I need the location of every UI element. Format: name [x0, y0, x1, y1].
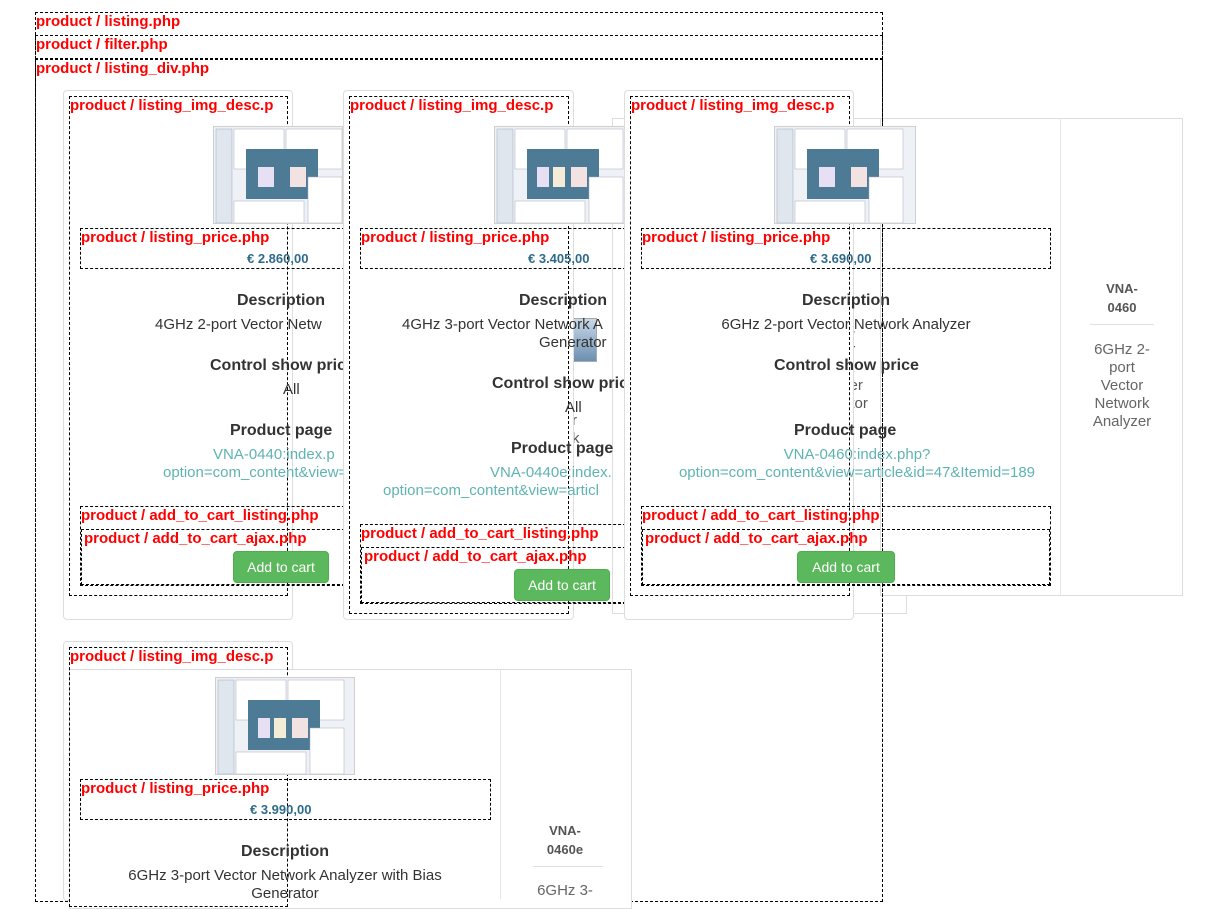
control-show-price-label: Control show pric	[492, 375, 625, 392]
debug-label: product / listing_img_desc.p	[350, 97, 554, 114]
side-card-divider	[500, 669, 501, 899]
debug-label: product / listing_img_desc.p	[70, 97, 274, 114]
product-page-link[interactable]: VNA-0440e:index. option=com_content&view…	[383, 464, 612, 499]
software-screenshot-icon	[216, 678, 354, 774]
debug-box-filter: product / filter.php	[35, 35, 883, 59]
debug-label: product / listing_price.php	[81, 229, 270, 246]
debug-label: product / add_to_cart_ajax.php	[84, 530, 307, 547]
debug-label: product / add_to_cart_listing.php	[361, 525, 599, 542]
side-card-divider	[1060, 118, 1061, 596]
product-description: 6GHz 2-port Vector Network Analyzer	[721, 316, 971, 333]
debug-label: product / add_to_cart_listing.php	[642, 507, 880, 524]
control-show-price-label: Control show pric	[210, 357, 343, 374]
product-price: € 3.990,00	[250, 802, 312, 817]
product-description: 4GHz 2-port Vector Netw	[155, 316, 322, 333]
control-show-price-label: Control show price	[774, 357, 919, 374]
product-price: € 2.860,00	[247, 251, 309, 266]
product-description: 4GHz 3-port Vector Network A Generator	[402, 316, 607, 351]
side-card-rule	[533, 866, 603, 867]
product-image[interactable]	[215, 677, 355, 775]
side-card-description: 6GHz 3-	[537, 882, 593, 899]
add-to-cart-button[interactable]: Add to cart	[797, 551, 895, 583]
product-page-link[interactable]: VNA-0440:index.p option=com_content&view…	[163, 446, 343, 481]
software-screenshot-icon	[495, 127, 624, 223]
card-2-clip: € 3.405,00 Description 4GHz 3-port Vecto…	[343, 120, 625, 620]
debug-label: product / listing_price.php	[642, 229, 831, 246]
card-1-clip: € 2.860,00 Description 4GHz 2-port Vecto…	[63, 120, 343, 620]
software-screenshot-icon	[214, 127, 342, 223]
debug-box-price-4: product / listing_price.php	[80, 779, 491, 820]
add-to-cart-button[interactable]: Add to cart	[514, 569, 610, 601]
debug-box-add-to-cart-ajax-3: product / add_to_cart_ajax.php	[642, 529, 1050, 585]
debug-label: product / add_to_cart_ajax.php	[364, 548, 587, 565]
product-image[interactable]	[213, 126, 343, 224]
debug-label: product / listing_div.php	[36, 60, 210, 77]
product-page-link[interactable]: VNA-0460:index.php? option=com_content&v…	[678, 446, 1036, 481]
debug-box-price-2: product / listing_price.php	[360, 228, 631, 269]
debug-label: product / listing_price.php	[81, 780, 270, 797]
description-label: Description	[802, 292, 891, 309]
debug-label: product / add_to_cart_listing.php	[81, 507, 319, 524]
side-card-sku: VNA-0460e	[546, 823, 584, 857]
debug-label: product / filter.php	[36, 36, 168, 53]
product-image[interactable]	[494, 126, 625, 224]
debug-box-img-desc-3: product / listing_img_desc.p	[630, 96, 850, 596]
debug-label: product / listing.php	[36, 13, 181, 30]
product-image[interactable]	[774, 126, 916, 224]
description-label: Description	[241, 843, 330, 860]
debug-label: product / listing_img_desc.p	[631, 97, 835, 114]
product-page-label: Product page	[511, 440, 614, 457]
description-label: Description	[519, 292, 608, 309]
ghost-thumb	[573, 318, 597, 362]
software-screenshot-icon	[775, 127, 915, 223]
side-card-0460	[880, 118, 1183, 596]
debug-box-price-1: product / listing_price.php	[80, 228, 350, 269]
description-label: Description	[237, 292, 326, 309]
debug-box-img-desc-2: product / listing_img_desc.p	[349, 96, 569, 614]
product-price: € 3.690,00	[810, 251, 872, 266]
debug-label: product / add_to_cart_ajax.php	[645, 530, 868, 547]
product-page-label: Product page	[794, 422, 897, 439]
show-price-value: All	[565, 399, 582, 416]
debug-label: product / listing_img_desc.p	[70, 648, 274, 665]
product-price: € 3.405,00	[528, 251, 590, 266]
debug-box-add-to-cart-listing-3: product / add_to_cart_listing.php	[641, 506, 1051, 586]
add-to-cart-button[interactable]: Add to cart	[233, 551, 329, 583]
product-page-label: Product page	[230, 422, 333, 439]
product-description: 6GHz 3-port Vector Network Analyzer with…	[128, 867, 442, 902]
debug-box-price-3: product / listing_price.php	[641, 228, 1051, 269]
side-card-description: 6GHz 2- port Vector Network Analyzer	[1092, 341, 1152, 430]
debug-label: product / listing_price.php	[361, 229, 550, 246]
debug-box-img-desc-1: product / listing_img_desc.p	[69, 96, 288, 596]
ghost-fragments-2: r k	[572, 412, 580, 447]
side-card-sku: VNA-0460	[1106, 281, 1138, 315]
side-card-rule	[1090, 324, 1154, 325]
show-price-value: All	[283, 381, 300, 398]
